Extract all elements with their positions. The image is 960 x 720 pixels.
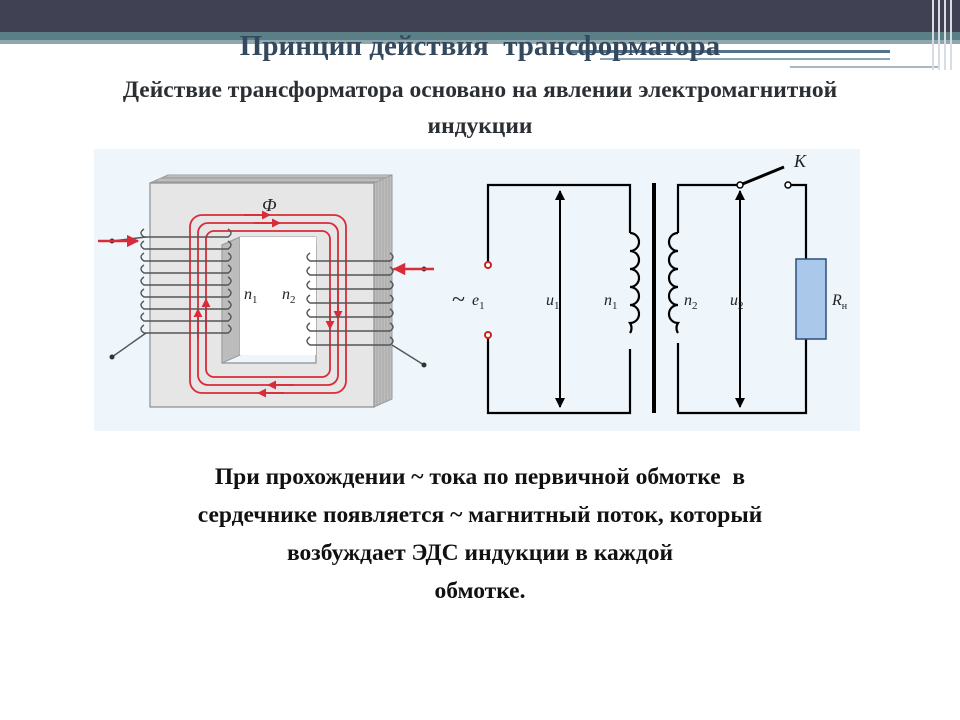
transformer-diagram: Ф n1 n2 ~ e1 u1 n1 n2 u2 K Rн: [94, 149, 860, 431]
decorative-vertical-lines: [928, 0, 960, 70]
primary-terminal: [109, 354, 115, 360]
switch-label: K: [793, 151, 807, 171]
explanation-line: сердечнике появляется ~ магнитный поток,…: [197, 502, 763, 528]
source-terminal: [484, 261, 492, 269]
slide-subtitle: Действие трансформатора основано на явле…: [122, 77, 838, 139]
explanation-line: возбуждает ЭДС индукции в каждой: [287, 540, 673, 566]
primary-winding: [111, 228, 232, 358]
ac-source-symbol: ~: [452, 287, 465, 313]
explanation-text: При прохождении ~ тока по первичной обмо…: [70, 458, 890, 610]
decorative-line: [600, 58, 890, 60]
circuit-schematic: [486, 183, 808, 415]
core-n1-label: n1: [244, 286, 258, 306]
n2-label: n2: [684, 292, 698, 312]
load-resistor: [795, 258, 827, 340]
flux-direction-arrows: [193, 210, 343, 398]
e1-label: e1: [472, 292, 485, 312]
secondary-winding: [306, 252, 425, 366]
u1-label: u1: [546, 292, 560, 312]
core-n2-label: n2: [282, 286, 296, 306]
u2-label: u2: [730, 292, 744, 312]
slide-title: Принцип действия трансформатора: [239, 30, 721, 62]
decorative-line: [790, 66, 940, 68]
source-terminal: [484, 331, 492, 339]
top-bar: [0, 0, 960, 32]
decorative-line: [568, 50, 890, 53]
flux-label: Ф: [262, 195, 277, 215]
top-accent-stripe: [0, 32, 960, 40]
explanation-line: При прохождении ~ тока по первичной обмо…: [214, 464, 746, 490]
explanation-line: обмотке.: [434, 578, 526, 604]
top-accent-stripe-light: [0, 40, 960, 44]
switch-k: [736, 165, 792, 189]
secondary-terminal: [421, 362, 427, 368]
n1-label: n1: [604, 292, 618, 312]
load-label: Rн: [831, 292, 848, 312]
